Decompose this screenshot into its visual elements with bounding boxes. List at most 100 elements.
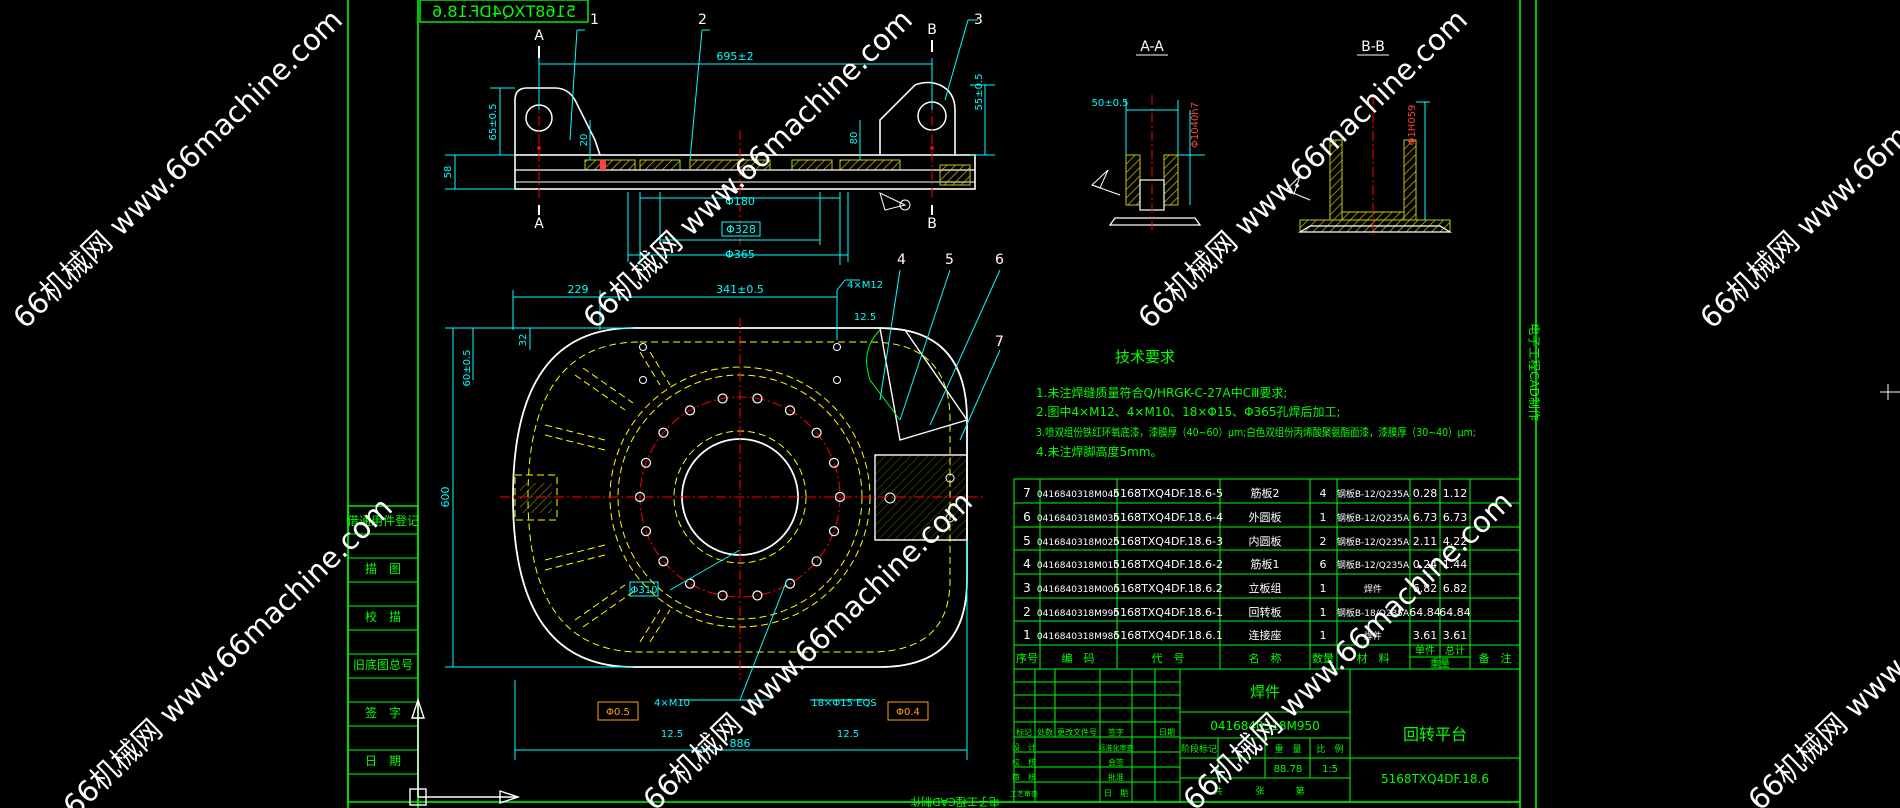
bom-cell-qty: 4 [1320, 487, 1327, 500]
bolt-hole [811, 556, 822, 567]
role2-standard: 标准化审查 [1099, 743, 1134, 752]
title-col-total: 共 [1213, 786, 1222, 797]
balloon-7: 7 [995, 334, 1004, 350]
top-view: A A B B [443, 12, 995, 265]
bom-cell-total: 3.61 [1443, 629, 1468, 642]
bom-header-material: 材 料 [1357, 651, 1390, 665]
balloon-1: 1 [590, 12, 599, 28]
section-b-b: B-B Φ1H059 [1285, 39, 1453, 235]
dim-top-span: 695±2 [716, 50, 753, 63]
bom-cell-material: 钢板B-12/Q235A [1337, 488, 1410, 500]
title-col-no: 第 [1295, 785, 1304, 797]
plan-view: Φ310 Φ0.5 Φ0.4 229 341±0.5 4×M12 12.5 [439, 252, 1004, 760]
dim-section-b-v: Φ1H059 [1407, 105, 1418, 146]
role-process: 工艺审查 [1010, 789, 1038, 798]
balloon-4: 4 [897, 252, 906, 268]
bom-cell-total: 6.73 [1443, 511, 1468, 524]
bom-cell-total: 1.44 [1443, 558, 1468, 571]
register-label-3: 校 描 [365, 609, 401, 624]
dim-r125: 12.5 [854, 312, 876, 323]
bom-cell-code: 0416840318M010 [1037, 561, 1119, 571]
rev-label-date: 日期 [1159, 728, 1175, 737]
bom-cell-drawing: 5168TXQ4DF.18.6-3 [1113, 535, 1223, 548]
bom-cell-name: 内圆板 [1249, 534, 1282, 548]
tol-right: Φ0.4 [896, 707, 920, 718]
rev-label-mark: 标记 [1016, 727, 1032, 737]
bom-cell-qty: 2 [1320, 535, 1327, 548]
bolt-hole [828, 526, 840, 537]
bom-cell-code: 0416840318M990 [1037, 609, 1119, 619]
balloon-5: 5 [945, 252, 954, 268]
left-register-strip: 借通用件登记 描 图 校 描 旧底图总号 签 字 日 期 [347, 505, 419, 803]
bolt-hole [658, 427, 669, 438]
section-b-b-title: B-B [1361, 39, 1385, 55]
title-col-stage: 阶段标记 [1181, 743, 1217, 755]
register-label-2: 描 图 [365, 562, 401, 576]
balloon-6: 6 [995, 252, 1004, 268]
tech-note-4: 4.未注焊脚高度5mm。 [1036, 444, 1162, 459]
rev-label-sign: 签字 [1108, 727, 1124, 737]
tol-left: Φ0.5 [606, 707, 630, 718]
dim-18d15: 18×Φ15 EQS [811, 698, 876, 709]
balloon-3: 3 [974, 12, 983, 28]
bom-header-qty: 数量 [1312, 652, 1334, 665]
role-check: 校 核 [1012, 757, 1036, 767]
title-weld-label: 焊件 [1250, 683, 1280, 701]
bom-cell-qty: 6 [1320, 558, 1327, 571]
title-col-sheet: 张 [1255, 786, 1264, 797]
cut-a-bottom: A [534, 216, 544, 232]
bolt-hole [658, 556, 669, 567]
title-name: 回转平台 [1403, 725, 1467, 744]
rev-label-count: 处数 [1037, 727, 1053, 737]
bom-cell-no: 5 [1023, 534, 1031, 548]
bom-cell-no: 3 [1023, 581, 1031, 595]
bom-cell-material: 焊件 [1364, 630, 1382, 642]
cut-a-top: A [534, 28, 544, 44]
cursor-crosshair-icon [1880, 384, 1900, 400]
dim-section-50: 50±0.5 [1091, 98, 1128, 109]
bom-cell-name: 筋板1 [1251, 557, 1280, 571]
register-label-5: 签 字 [365, 705, 401, 720]
bom-cell-drawing: 5168TXQ4DF.18.6.1 [1113, 629, 1222, 642]
dim-l341: 341±0.5 [716, 283, 764, 296]
bom-cell-no: 4 [1023, 557, 1031, 571]
header-stamp-text: 5168TXQ4DF.18.6 [432, 2, 576, 21]
balloon-2: 2 [698, 12, 707, 28]
title-drawing-no: 5168TXQ4DF.18.6 [1381, 772, 1489, 786]
bom-header-no: 序号 [1016, 651, 1038, 665]
bom-cell-unit: 6.82 [1413, 582, 1438, 595]
role-review: 审 核 [1012, 772, 1036, 782]
bom-header-code: 编 码 [1062, 651, 1095, 665]
dim-r125-left: 12.5 [661, 729, 683, 740]
role-design: 设 计 [1012, 742, 1036, 752]
tech-note-1: 1.未注焊缝质量符合Q/HRGK-C-27A中CⅢ要求; [1036, 385, 1287, 400]
bom-cell-drawing: 5168TXQ4DF.18.6-2 [1113, 558, 1223, 571]
bom-cell-unit: 64.84 [1409, 606, 1441, 619]
dim-d310: Φ310 [631, 585, 658, 596]
title-weight: 88.78 [1274, 764, 1303, 775]
bom-cell-unit: 6.73 [1413, 511, 1438, 524]
bolt-hole [640, 457, 652, 468]
bom-cell-total: 6.82 [1443, 582, 1468, 595]
bolt-hole [640, 526, 652, 537]
bom-cell-qty: 1 [1320, 606, 1327, 619]
bolt-hole [752, 590, 763, 601]
bolt-hole [784, 405, 796, 416]
bom-cell-material: 钢板B-18/Q235A [1337, 607, 1410, 619]
bom-header-drawing: 代 号 [1152, 652, 1185, 665]
bolt-hole [828, 457, 840, 468]
header-stamp: 5168TXQ4DF.18.6 [419, 0, 589, 23]
dim-h600: 600 [439, 487, 452, 508]
bom-header-total: 总计 [1445, 644, 1465, 657]
dim-l229: 229 [568, 283, 589, 296]
bom-cell-no: 7 [1023, 486, 1031, 500]
dim-h58: 58 [443, 166, 454, 179]
title-block: 焊件 0416840318M950 回转平台 5168TXQ4DF.18.6 阶… [1010, 668, 1521, 803]
register-label-4: 旧底图总号 [353, 657, 413, 672]
bom-cell-name: 回转板 [1249, 605, 1282, 619]
bom-header-note: 备 注 [1479, 651, 1512, 665]
bom-cell-unit: 0.24 [1413, 558, 1438, 571]
bom-cell-material: 焊件 [1364, 583, 1382, 595]
